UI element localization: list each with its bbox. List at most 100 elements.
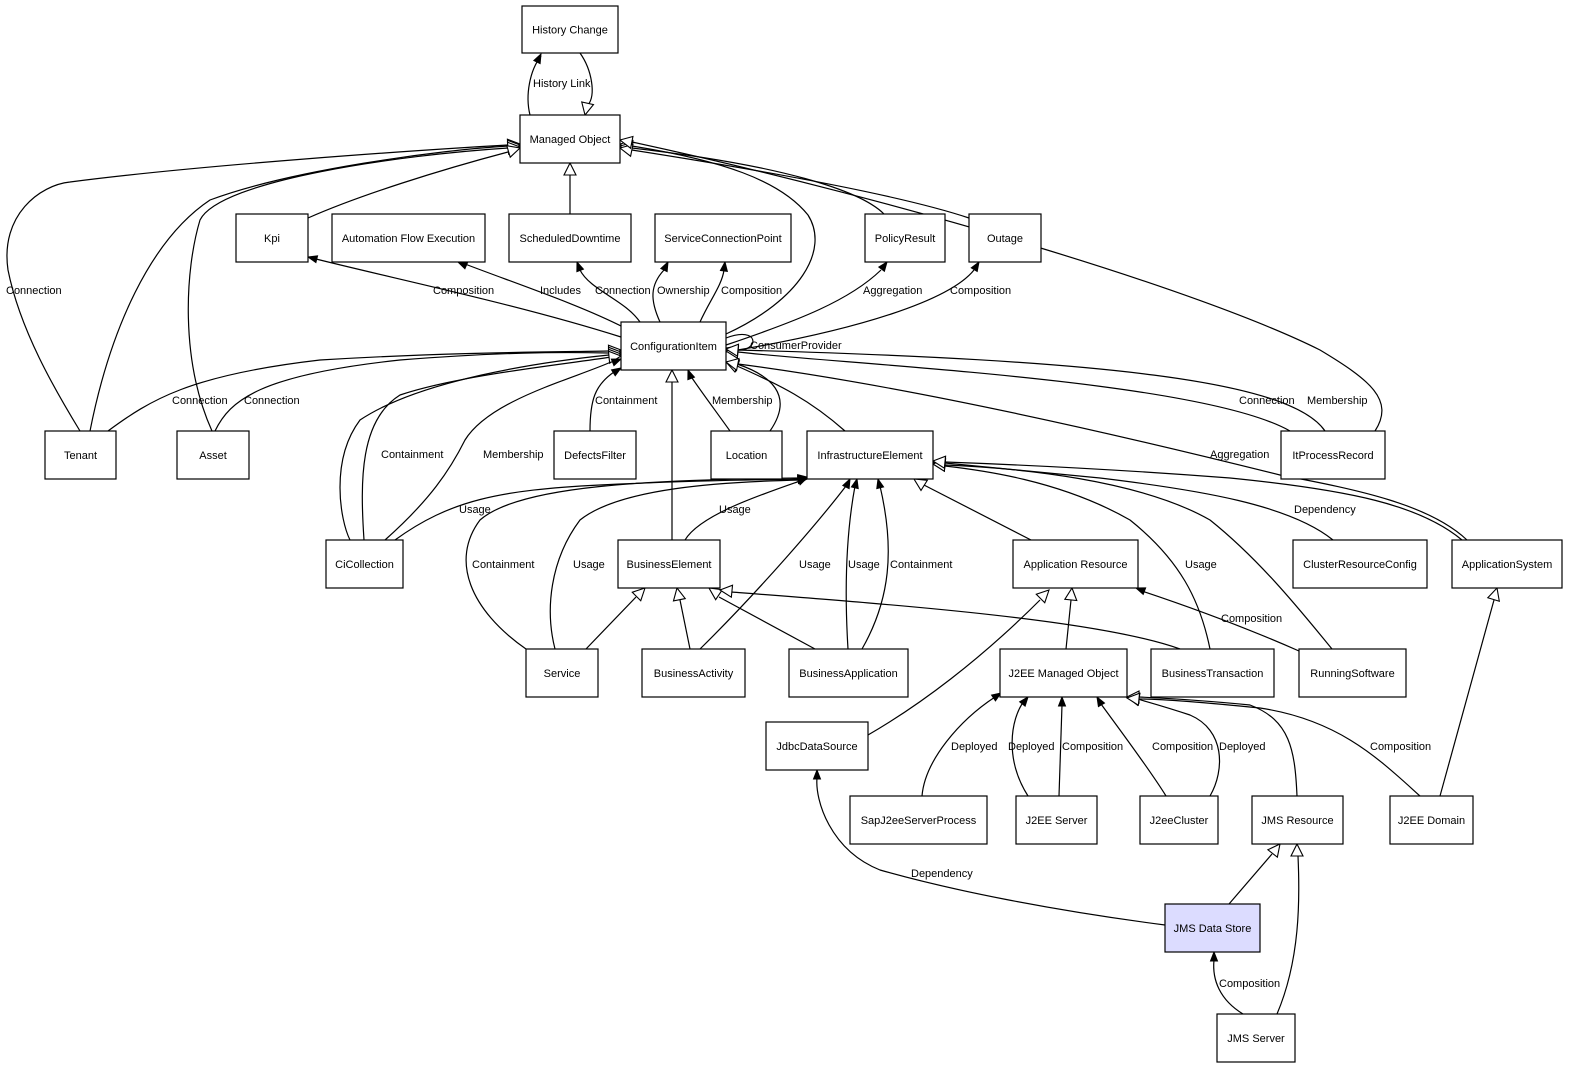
node-business-element[interactable]: BusinessElement — [617, 539, 721, 589]
edge-line — [1011, 700, 1029, 797]
node-label: ConfigurationItem — [630, 341, 717, 353]
node-jdbc-data-source[interactable]: JdbcDataSource — [765, 721, 869, 771]
edge-label-bapp-usage: Usage — [848, 559, 880, 571]
node-application-system[interactable]: ApplicationSystem — [1451, 539, 1563, 589]
node-j2ee-server[interactable]: J2EE Server — [1015, 795, 1098, 845]
edge-line — [1213, 959, 1244, 1015]
node-box — [331, 213, 486, 263]
node-j2ee-managed-object[interactable]: J2EE Managed Object — [999, 648, 1128, 698]
node-label: BusinessElement — [627, 559, 712, 571]
node-managed-object[interactable]: Managed Object — [519, 114, 621, 164]
arrowhead-generalization — [1035, 589, 1050, 604]
node-box — [1280, 430, 1386, 480]
edge-line — [737, 351, 1291, 432]
edge-line — [737, 349, 1326, 432]
edge-service-is-business-element — [585, 587, 646, 650]
edge-label-itp-conn: Connection — [1239, 395, 1295, 407]
edge-label-jds-dependency: Dependency — [911, 868, 973, 880]
arrowhead-solid — [532, 52, 542, 65]
node-label: ItProcessRecord — [1292, 450, 1373, 462]
node-business-application[interactable]: BusinessApplication — [788, 648, 909, 698]
node-cluster-resource-config[interactable]: ClusterResourceConfig — [1292, 539, 1428, 589]
edge-line — [1100, 703, 1167, 797]
arrowhead-solid — [456, 261, 469, 270]
node-jms-server[interactable]: JMS Server — [1216, 1013, 1296, 1063]
edge-history-change-to-managed-object — [579, 52, 595, 117]
edge-line — [464, 263, 626, 329]
arrowhead-generalization — [912, 478, 929, 492]
node-kpi[interactable]: Kpi — [235, 213, 309, 263]
edge-line — [1228, 853, 1273, 905]
edge-j2ee-server-composition-mo — [1057, 695, 1067, 797]
node-service-connection-point[interactable]: ServiceConnectionPoint — [654, 213, 792, 263]
node-asset[interactable]: Asset — [176, 430, 250, 480]
node-jms-data-store[interactable]: JMS Data Store — [1164, 903, 1261, 953]
edge-label-coll-member: Membership — [483, 449, 544, 461]
node-location[interactable]: Location — [710, 430, 783, 480]
edge-label-bt-usage: Usage — [1185, 559, 1217, 571]
node-business-activity[interactable]: BusinessActivity — [641, 648, 746, 698]
edge-j2ee-domain-is-application-system — [1439, 586, 1500, 797]
node-running-software[interactable]: RunningSoftware — [1298, 648, 1407, 698]
node-scheduled-downtime[interactable]: ScheduledDowntime — [508, 213, 632, 263]
arrowhead-solid — [1018, 695, 1029, 708]
node-application-resource[interactable]: Application Resource — [1012, 539, 1139, 589]
node-service[interactable]: Service — [525, 648, 599, 698]
node-sap-j2ee-server-process[interactable]: SapJ2eeServerProcess — [849, 795, 988, 845]
edge-label-rs-composition: Composition — [1221, 613, 1282, 625]
node-automation-flow-execution[interactable]: Automation Flow Execution — [331, 213, 486, 263]
node-label: Location — [726, 450, 768, 462]
node-box — [864, 213, 946, 263]
edge-j2ee-mo-is-app-resource — [1063, 586, 1078, 650]
arrowhead-solid — [576, 260, 585, 273]
edge-line — [339, 354, 610, 541]
node-label: RunningSoftware — [1310, 668, 1394, 680]
arrowhead-solid — [610, 367, 623, 377]
arrowhead-generalization — [580, 101, 595, 117]
node-j2ee-domain[interactable]: J2EE Domain — [1389, 795, 1474, 845]
node-business-transaction[interactable]: BusinessTransaction — [1150, 648, 1275, 698]
node-it-process-record[interactable]: ItProcessRecord — [1280, 430, 1386, 480]
edge-it-process-record-is-managed-object — [618, 135, 1383, 432]
node-outage[interactable]: Outage — [968, 213, 1042, 263]
node-infrastructure-element[interactable]: InfrastructureElement — [806, 430, 934, 480]
arrowhead-solid — [1209, 950, 1219, 962]
node-box — [654, 213, 792, 263]
node-label: JMS Data Store — [1174, 923, 1252, 935]
node-tenant[interactable]: Tenant — [44, 430, 117, 480]
node-j2ee-cluster[interactable]: J2eeCluster — [1139, 795, 1219, 845]
edge-line — [465, 477, 801, 650]
edge-line — [187, 147, 509, 432]
edge-line — [214, 351, 610, 432]
edge-crc-dependency-ie — [931, 456, 1334, 541]
node-ci-collection[interactable]: CiCollection — [325, 539, 404, 589]
edge-location-membership-ci — [687, 368, 731, 432]
edge-line — [631, 149, 970, 219]
node-box — [1451, 539, 1563, 589]
node-label: Automation Flow Execution — [342, 233, 475, 245]
arrowhead-solid — [841, 477, 851, 490]
edge-label-sap-deployed: Deployed — [951, 741, 997, 753]
edge-line — [699, 269, 725, 323]
node-box — [521, 5, 619, 54]
edge-label-coll-usage: Usage — [459, 504, 491, 516]
node-label: J2EE Server — [1026, 815, 1088, 827]
arrowhead-generalization — [1266, 843, 1281, 859]
edge-label-ci-kpi: Composition — [433, 285, 494, 297]
edge-policy-result-is-managed-object — [618, 141, 885, 215]
node-history-change[interactable]: History Change — [521, 5, 619, 54]
edge-business-element-is-ci — [665, 368, 679, 540]
edge-line — [1058, 704, 1063, 797]
edge-line — [6, 144, 509, 432]
node-configuration-item[interactable]: ConfigurationItem — [620, 321, 727, 371]
edge-label-coll-contain: Containment — [381, 449, 443, 461]
node-defects-filter[interactable]: DefectsFilter — [553, 430, 637, 480]
edge-line — [1138, 696, 1298, 797]
edge-label-be-usage: Usage — [719, 504, 751, 516]
node-policy-result[interactable]: PolicyResult — [864, 213, 946, 263]
node-jms-resource[interactable]: JMS Resource — [1251, 795, 1344, 845]
edge-line — [944, 464, 1333, 650]
edge-label-itp-member: Membership — [1307, 395, 1368, 407]
